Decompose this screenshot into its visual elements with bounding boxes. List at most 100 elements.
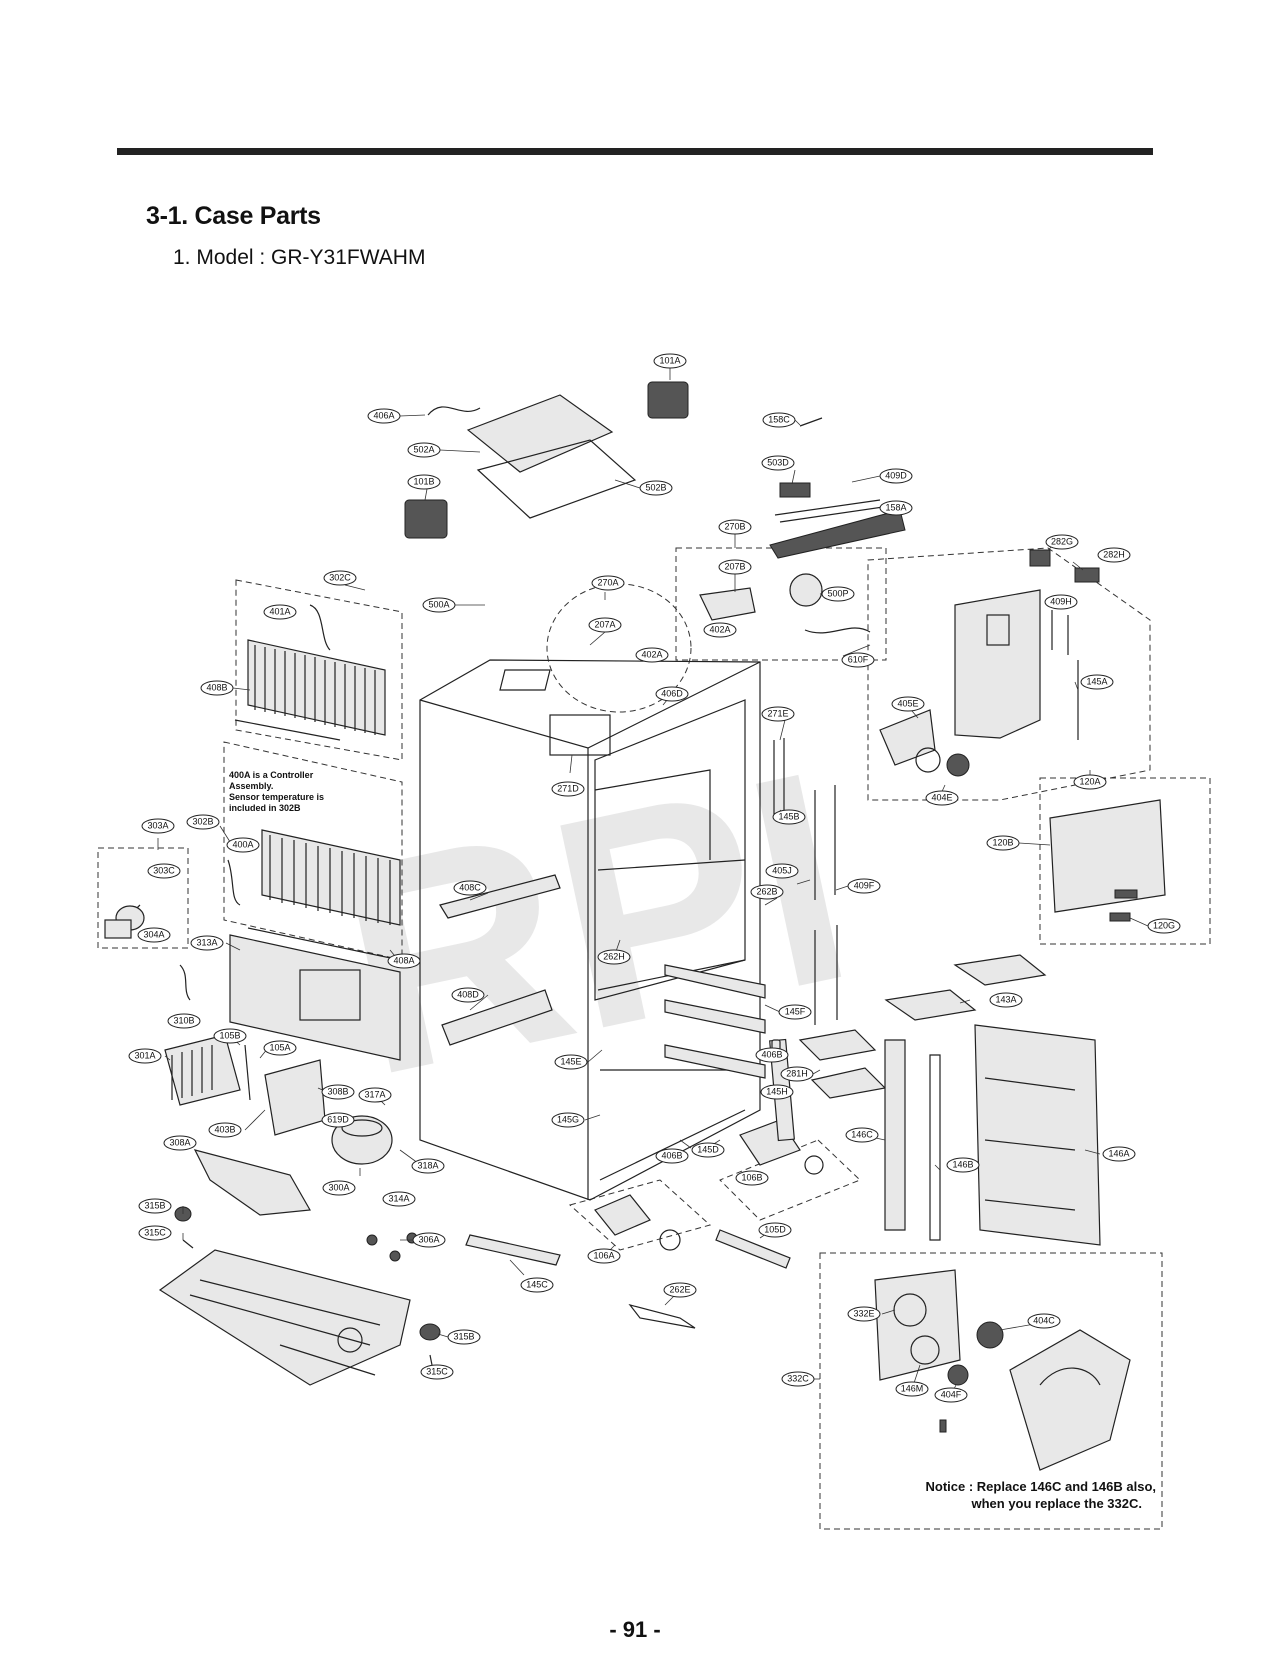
callout-label: 158A [885, 502, 906, 512]
callout-label: 314A [388, 1193, 409, 1203]
callout-label: 308B [327, 1086, 348, 1096]
callout-bubble: 502A [407, 442, 441, 458]
callout-bubble: 301A [128, 1048, 162, 1064]
callout-label: 145B [778, 811, 799, 821]
callout-label: 282H [1103, 549, 1125, 559]
callout-label: 408B [206, 682, 227, 692]
callout-bubble: 106A [587, 1248, 621, 1264]
svg-text:Notice : Replace 146C and 146B: Notice : Replace 146C and 146B also, [926, 1479, 1156, 1494]
model-title: 1. Model : GR-Y31FWAHM [173, 246, 426, 269]
callout-label: 408D [457, 989, 479, 999]
callout-bubble: 207A [588, 617, 622, 633]
callout-bubble: 303C [147, 863, 181, 879]
callout-bubble: 406B [655, 1148, 689, 1164]
svg-text:Sensor temperature is: Sensor temperature is [229, 792, 324, 802]
callout-label: 303A [147, 820, 168, 830]
callout-label: 120A [1079, 776, 1100, 786]
callout-bubble: 146B [946, 1157, 980, 1173]
callout-label: 105B [219, 1030, 240, 1040]
door-parts [773, 738, 1166, 1246]
callout-label: 502B [645, 482, 666, 492]
callout-bubble: 304A [137, 927, 171, 943]
callout-label: 145H [766, 1086, 788, 1096]
callout-bubble: 145B [772, 809, 806, 825]
callout-bubble: 403B [208, 1122, 242, 1138]
callout-bubble: 106B [735, 1170, 769, 1186]
callout-bubble: 271E [761, 706, 795, 722]
callout-bubble: 610F [841, 652, 875, 668]
callout-label: 409H [1050, 596, 1072, 606]
callout-bubble: 315B [447, 1329, 481, 1345]
callout-bubble: 302C [323, 570, 357, 586]
callout-label: 400A [232, 839, 253, 849]
callout-label: 145D [697, 1144, 719, 1154]
callout-bubble: 270B [718, 519, 752, 535]
callout-bubble: 282H [1097, 547, 1131, 563]
callout-bubble: 145H [760, 1084, 794, 1100]
callout-bubble: 408B [200, 680, 234, 696]
callout-label: 332E [853, 1308, 874, 1318]
callout-bubble: 314A [382, 1191, 416, 1207]
callout-label: 303C [153, 865, 175, 875]
callout-bubble: 145D [691, 1142, 725, 1158]
callout-label: 145E [560, 1056, 581, 1066]
callout-label: 262B [756, 886, 777, 896]
callout-bubble: 404C [1027, 1313, 1061, 1329]
callout-label: 315B [144, 1200, 165, 1210]
callout-label: 404C [1033, 1315, 1055, 1325]
callout-bubble: 271D [551, 781, 585, 797]
callout-label: 500A [428, 599, 449, 609]
callout-label: 300A [328, 1182, 349, 1192]
callout-bubble: 500P [821, 586, 855, 602]
callout-label: 301A [134, 1050, 155, 1060]
callout-bubble: 310B [167, 1013, 201, 1029]
callout-bubble: 303A [141, 818, 175, 834]
callout-bubble: 145F [778, 1004, 812, 1020]
callout-label: 207A [594, 619, 615, 629]
callout-label: 406B [661, 1150, 682, 1160]
callout-bubble: 145A [1080, 674, 1114, 690]
callout-label: 306A [418, 1234, 439, 1244]
callout-label: 271E [767, 708, 788, 718]
svg-text:400A is a Controller: 400A is a Controller [229, 770, 314, 780]
callout-bubble: 101B [407, 474, 441, 490]
top-rule [117, 148, 1153, 155]
callout-label: 317A [364, 1089, 385, 1099]
page-number: - 91 - [609, 1617, 661, 1642]
callout-label: 408A [393, 955, 414, 965]
callout-label: 106A [593, 1250, 614, 1260]
callout-bubble: 105D [758, 1222, 792, 1238]
callout-label: 315B [453, 1331, 474, 1341]
callout-bubble: 400A [226, 837, 260, 853]
callout-label: 308A [169, 1137, 190, 1147]
evaporator-302b [227, 829, 401, 961]
callout-bubble: 270A [591, 575, 625, 591]
callout-bubble: 145G [551, 1112, 585, 1128]
callout-bubble: 158C [762, 412, 796, 428]
callout-bubble: 158A [879, 500, 913, 516]
callout-label: 120G [1153, 920, 1175, 930]
callout-bubble: 300A [322, 1180, 356, 1196]
callout-bubble: 262H [597, 949, 631, 965]
callout-label: 610F [848, 654, 869, 664]
callout-label: 619D [327, 1114, 349, 1124]
svg-text:included in 302B: included in 302B [229, 803, 301, 813]
callout-bubble: 409F [847, 878, 881, 894]
callout-label: 271D [557, 783, 579, 793]
callout-label: 402A [641, 649, 662, 659]
callout-label: 401A [269, 606, 290, 616]
callout-label: 304A [143, 929, 164, 939]
callout-label: 406A [373, 410, 394, 420]
callout-label: 313A [196, 937, 217, 947]
callout-label: 302C [329, 572, 351, 582]
controller-note: 400A is a Controller Assembly. Sensor te… [229, 770, 324, 813]
callout-bubble: 302B [186, 814, 220, 830]
callout-label: 146M [901, 1383, 924, 1393]
callout-label: 270B [724, 521, 745, 531]
callout-label: 405J [772, 865, 792, 875]
callout-bubble: 406D [655, 686, 689, 702]
callout-label: 502A [413, 444, 434, 454]
callout-bubble: 318A [411, 1158, 445, 1174]
callout-label: 318A [417, 1160, 438, 1170]
callout-bubble: 405J [765, 863, 799, 879]
